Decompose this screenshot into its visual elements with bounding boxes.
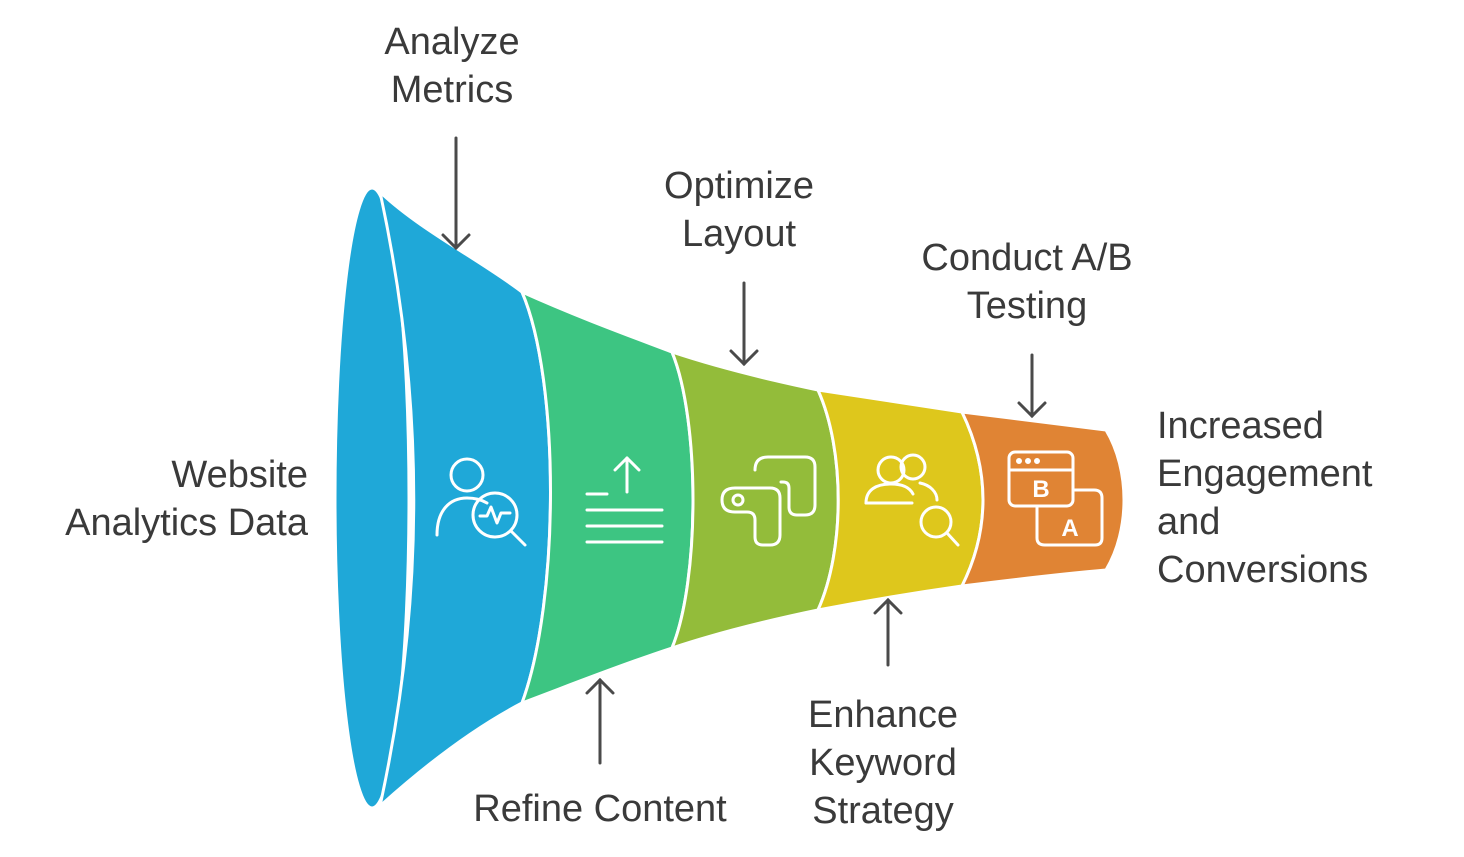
stage-label-line: Testing	[966, 285, 1088, 327]
ab-test-icon: B A	[1007, 450, 1104, 547]
stage-label-refine-content: Refine Content	[440, 785, 760, 833]
ab-icon-letter-b: B	[1032, 476, 1049, 503]
funnel-segment-refine-content	[519, 289, 695, 706]
layout-path-icon	[720, 455, 817, 547]
funnel-segment-optimize-layout	[669, 349, 840, 651]
stage-label-line: Conduct A/B	[921, 237, 1133, 279]
stage-label-line: Refine Content	[473, 788, 727, 830]
stage-label-optimize-layout: Optimize Layout	[634, 162, 844, 258]
arrow-optimize-layout	[729, 281, 759, 367]
stage-label-line: Keyword	[809, 742, 957, 784]
stage-label-enhance-keyword-strategy: Enhance Keyword Strategy	[778, 691, 988, 835]
funnel-segment-conduct-ab-testing	[959, 410, 1126, 588]
stage-label-analyze-metrics: Analyze Metrics	[352, 18, 552, 114]
end-label-line: and	[1157, 501, 1221, 543]
end-label-line: Increased	[1157, 405, 1324, 447]
arrow-analyze-metrics	[441, 136, 471, 251]
start-label-line: Analytics Data	[65, 502, 308, 544]
users-search-icon	[864, 453, 960, 547]
arrow-enhance-keyword-strategy	[873, 597, 903, 667]
stage-label-line: Metrics	[390, 69, 514, 111]
arrow-refine-content	[585, 677, 615, 765]
end-label-line: Conversions	[1157, 549, 1369, 591]
end-label: Increased Engagement and Conversions	[1157, 402, 1373, 594]
stage-label-line: Strategy	[812, 790, 954, 832]
user-analytics-icon	[435, 457, 527, 547]
funnel-segment-enhance-keyword-strategy	[815, 388, 985, 613]
stage-label-line: Layout	[681, 213, 797, 255]
stage-label-line: Optimize	[664, 165, 814, 207]
start-label-line: Website	[171, 454, 308, 496]
funnel-mouth	[333, 186, 411, 810]
start-label: Website Analytics Data	[65, 451, 308, 547]
stage-label-line: Analyze	[384, 21, 520, 63]
end-label-line: Engagement	[1157, 453, 1373, 495]
arrow-conduct-ab-testing	[1017, 353, 1047, 419]
stage-label-conduct-ab-testing: Conduct A/B Testing	[897, 234, 1157, 330]
text-upload-icon	[585, 456, 664, 544]
stage-label-line: Enhance	[807, 694, 958, 736]
ab-icon-letter-a: A	[1061, 515, 1078, 542]
